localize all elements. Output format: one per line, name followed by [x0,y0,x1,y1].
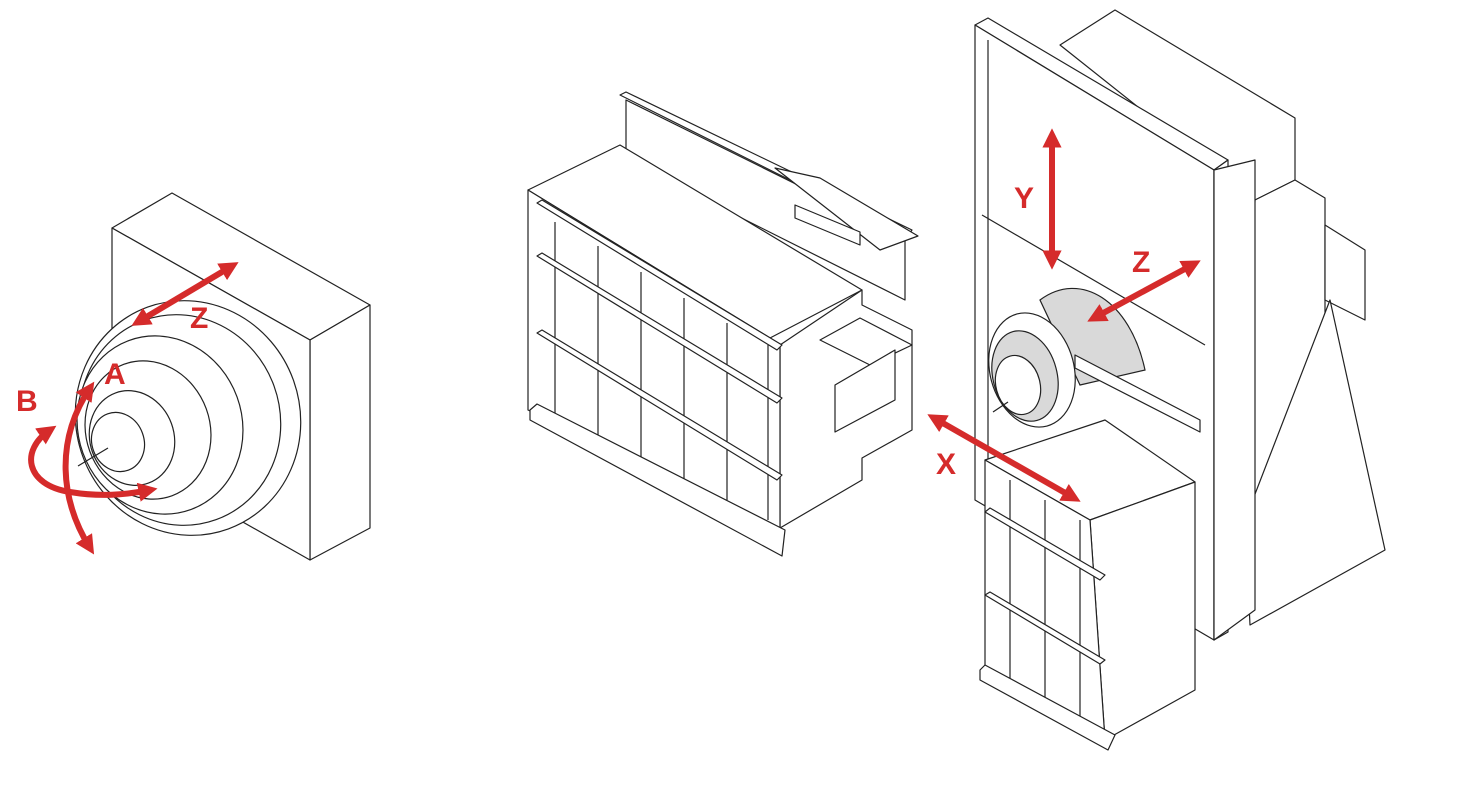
table-rail [1074,354,1201,433]
fixture-base [529,403,786,557]
spindle-head: Z A B [16,192,371,561]
head-z-label: Z [190,302,208,335]
fixture-middle [527,91,919,557]
machine-x-arrow [927,414,1081,502]
machine-z-label: Z [1132,246,1150,279]
machine: Y Z X [927,9,1386,751]
head-b-label: B [16,385,38,418]
head-box-side [309,304,371,561]
fixture-fin [774,167,919,251]
machine-z-arrow [1087,260,1201,322]
machine-y-label: Y [1014,182,1034,215]
machine-base-leg [1244,299,1386,626]
head-a-label: A [104,358,126,391]
front-fixture-side [1089,481,1196,741]
head-b-arrow [28,425,158,502]
head-z-arrow [131,262,239,326]
machine-x-label: X [936,448,956,481]
fixture-bar-2 [536,252,783,404]
machine-motor [1324,224,1366,321]
fixture-bar-3 [536,329,783,481]
fixture-grid [554,222,769,520]
fixture-bar-1 [536,199,783,351]
